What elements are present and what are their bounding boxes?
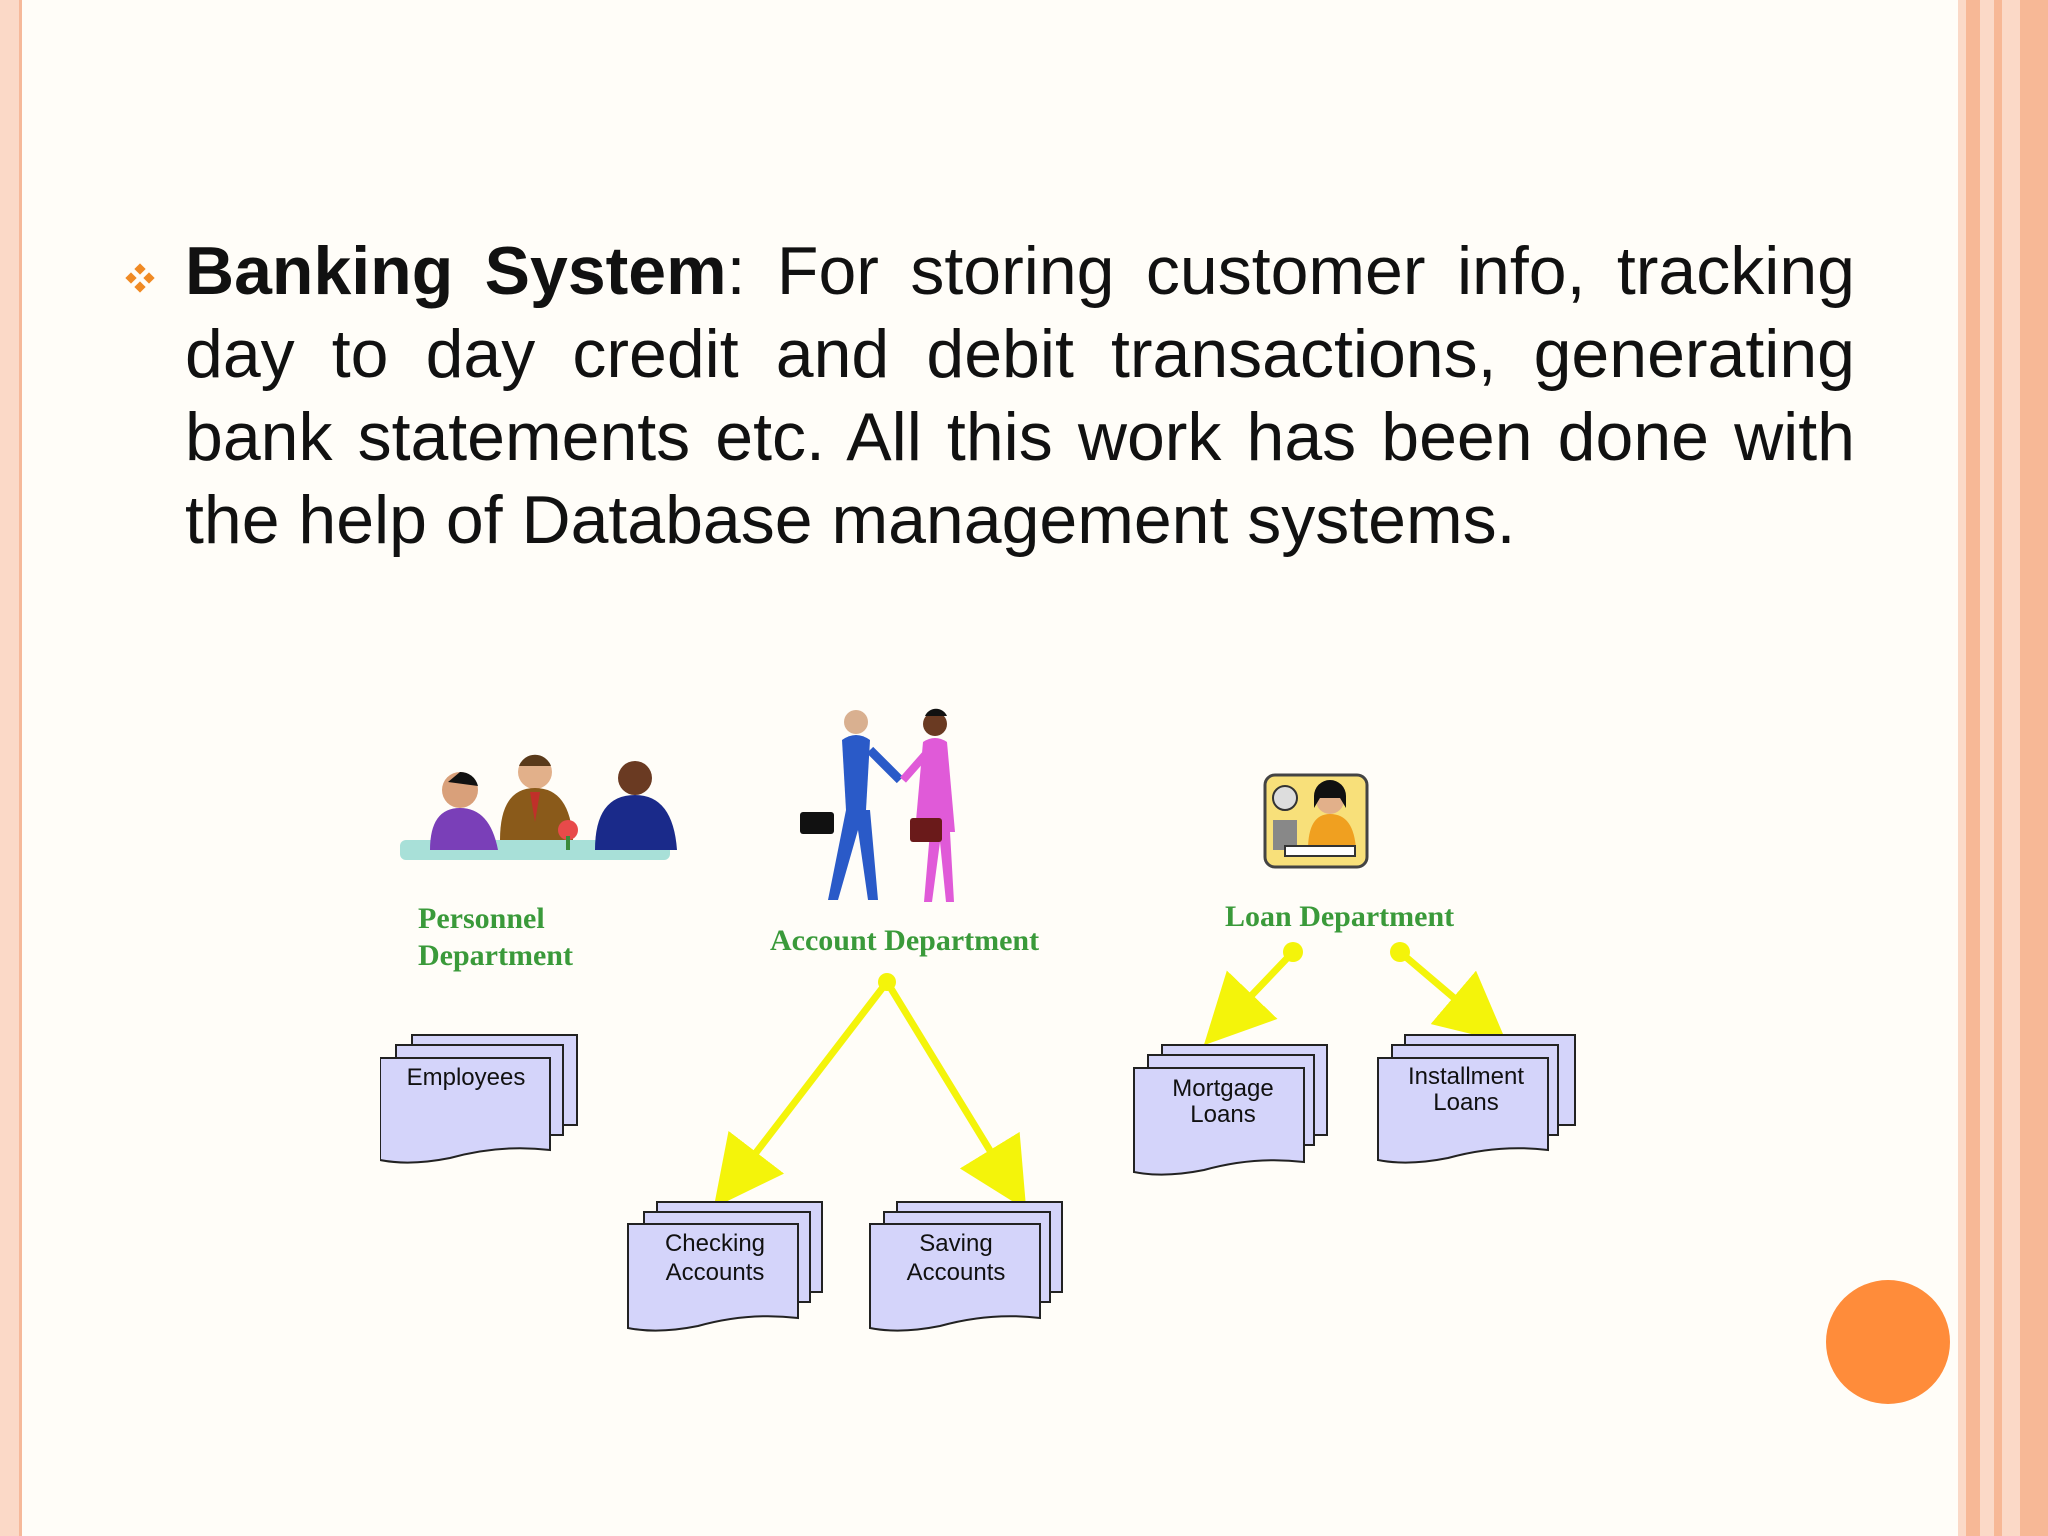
dept-label-account: Account Department	[770, 924, 1039, 957]
dept-label-loan: Loan Department	[1225, 900, 1454, 933]
doc-label-employees: Employees	[407, 1064, 526, 1091]
frame-stripe	[1966, 0, 1980, 1536]
term-separator: :	[726, 233, 746, 309]
doc-label-mortgage-line2: Loans	[1190, 1101, 1255, 1128]
body-description: For storing customer info, tracking day …	[185, 233, 1855, 558]
arrow-to-installment	[1397, 949, 1507, 1043]
handshake-people-icon	[800, 708, 955, 902]
doc-stack-checking: Checking Accounts	[627, 1201, 823, 1332]
bullet-text: Banking System: For storing customer inf…	[185, 230, 1855, 562]
frame-stripe	[1994, 0, 2002, 1536]
doc-stack-installment: Installment Loans	[1377, 1034, 1576, 1164]
arrow-to-mortgage	[1203, 949, 1296, 1046]
heading-term: Banking System	[185, 233, 727, 309]
meeting-people-icon	[400, 754, 677, 860]
office-clerk-icon	[1263, 773, 1369, 869]
diamond-bullet-icon	[125, 263, 155, 293]
doc-stack-employees: Employees	[380, 1034, 578, 1164]
dept-label-personnel-line2: Department	[418, 939, 573, 972]
right-frame-border	[1958, 0, 2048, 1536]
doc-stack-mortgage: Mortgage Loans	[1133, 1044, 1328, 1176]
doc-label-installment-line2: Loans	[1433, 1089, 1498, 1116]
arrow-to-saving	[884, 980, 1027, 1210]
doc-stack-saving: Saving Accounts	[869, 1201, 1063, 1332]
arrow-to-checking	[713, 979, 890, 1208]
doc-label-saving-line2: Accounts	[907, 1259, 1006, 1286]
frame-stripe	[2020, 0, 2048, 1536]
bank-department-diagram: Personnel Department Account Department …	[380, 708, 1576, 1332]
doc-label-saving-line1: Saving	[919, 1230, 992, 1257]
relation-arrows	[713, 942, 1507, 1210]
decorative-orange-circle	[1826, 1280, 1950, 1404]
doc-label-installment-line1: Installment	[1408, 1063, 1524, 1090]
left-frame-border	[0, 0, 22, 1536]
dept-label-personnel-line1: Personnel	[418, 902, 545, 935]
doc-label-mortgage-line1: Mortgage	[1172, 1075, 1273, 1102]
doc-label-checking-line1: Checking	[665, 1230, 765, 1257]
doc-label-checking-line2: Accounts	[666, 1259, 765, 1286]
